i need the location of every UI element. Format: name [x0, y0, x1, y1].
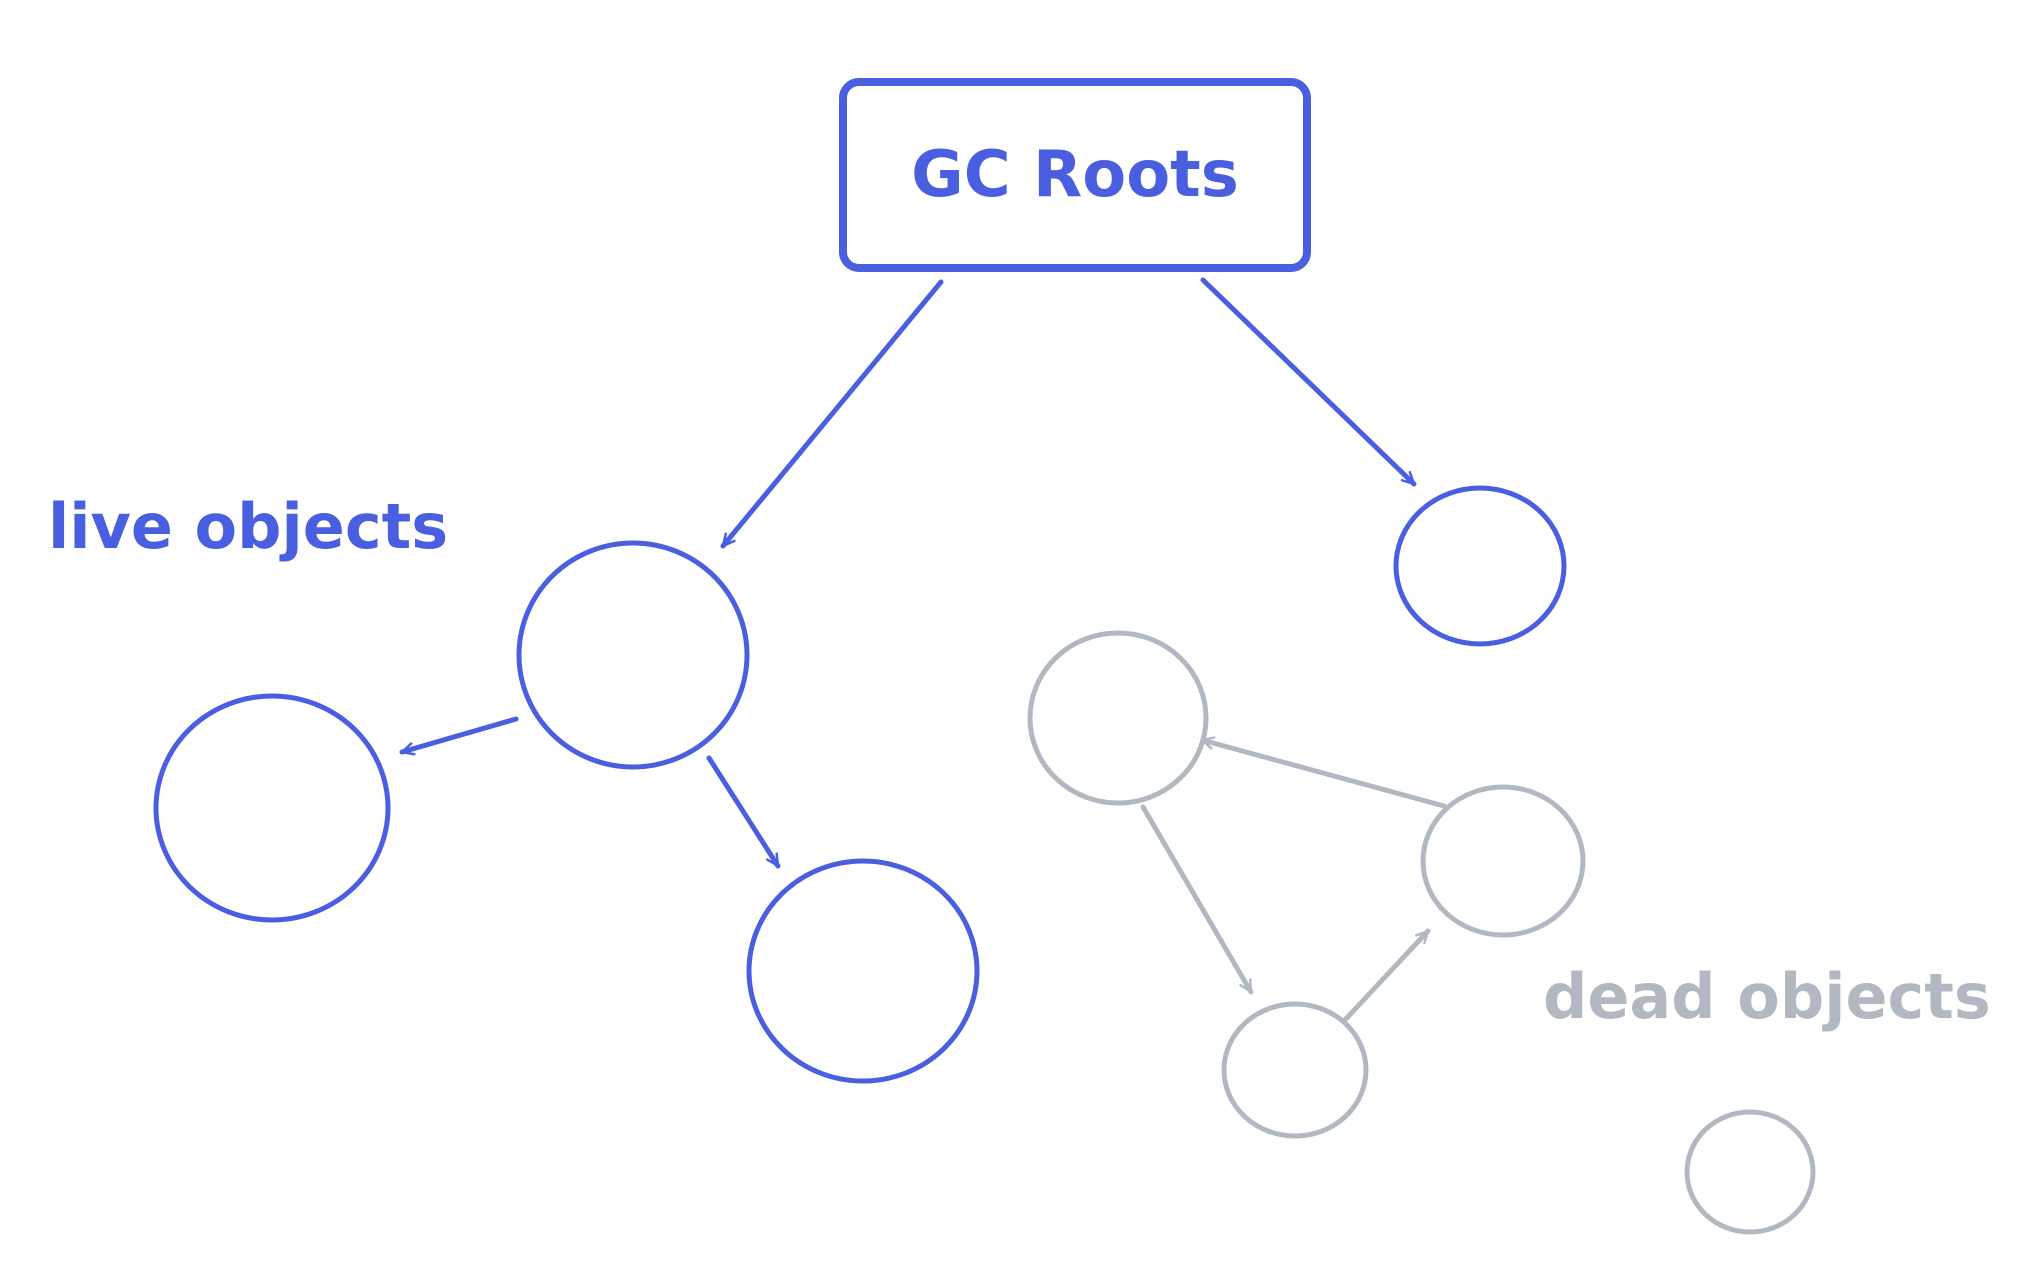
- edge-dead-c-to-dead-b: [1340, 928, 1431, 1025]
- edge-live-a-to-live-c: [399, 716, 519, 756]
- edge-root-to-live-a: [720, 279, 944, 549]
- gc-roots-node: GC Roots: [839, 78, 1311, 272]
- live-object-c: [153, 693, 391, 923]
- gc-roots-label: GC Roots: [911, 138, 1239, 212]
- edge-dead-b-to-dead-a: [1199, 736, 1447, 809]
- dead-object-c: [1221, 1001, 1369, 1139]
- gc-roots-box: [839, 78, 1311, 272]
- edge-dead-a-to-dead-c: [1140, 804, 1254, 995]
- dead-object-d: [1684, 1109, 1816, 1235]
- live-object-d: [746, 858, 980, 1084]
- live-object-b: [1393, 485, 1567, 647]
- live-objects-label: live objects: [48, 490, 448, 563]
- dead-objects-label: dead objects: [1543, 960, 1991, 1033]
- edge-root-to-live-b: [1200, 277, 1417, 487]
- dead-object-b: [1420, 784, 1586, 938]
- edge-live-a-to-live-d: [706, 755, 781, 869]
- live-object-a: [516, 540, 750, 770]
- dead-object-a: [1027, 630, 1209, 806]
